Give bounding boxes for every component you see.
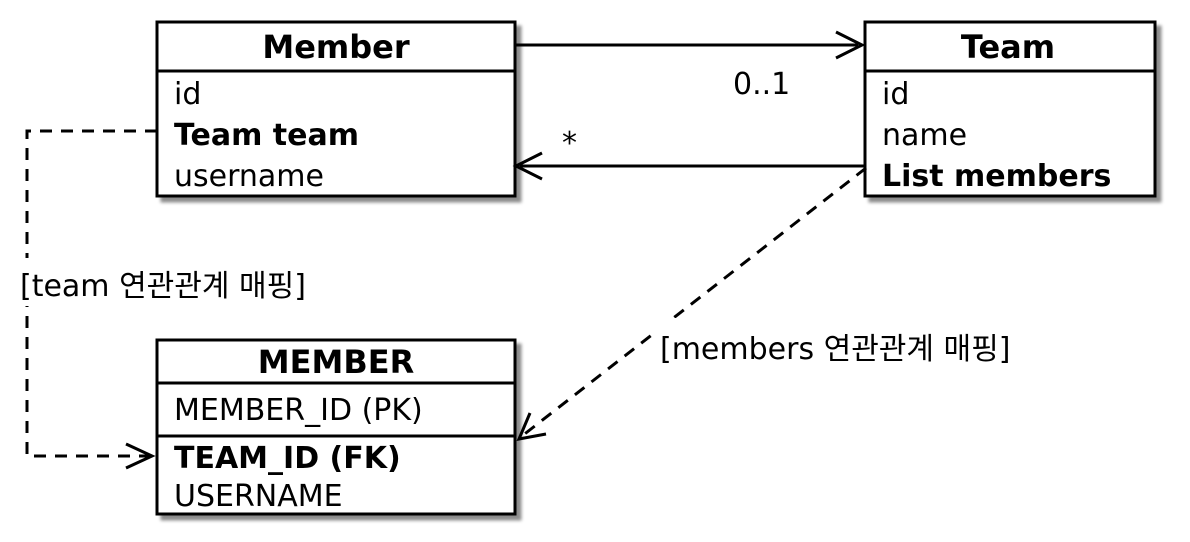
member-field-username: username: [174, 159, 324, 194]
member-field-id: id: [174, 77, 201, 112]
team-mapping-label: [team 연관관계 매핑]: [20, 269, 306, 304]
team-field-name: name: [882, 118, 967, 153]
member-table-box: MEMBER MEMBER_ID (PK) TEAM_ID (FK) USERN…: [155, 338, 517, 516]
association-team-to-member: [512, 151, 865, 181]
member-table-field-fk: TEAM_ID (FK): [174, 441, 401, 476]
team-field-members: List members: [882, 159, 1111, 194]
association-member-to-team: [515, 30, 866, 60]
team-class-title: Team: [961, 28, 1055, 66]
member-class-box: Member id Team team username: [155, 20, 517, 198]
team-mapping-dashed-arrow: [25, 129, 157, 470]
member-table-title: MEMBER: [258, 343, 414, 381]
team-mapping-label-bg: [14, 258, 434, 306]
team-class-box: Team id name List members: [863, 20, 1157, 198]
multiplicity-zero-to-one: 0..1: [733, 67, 790, 102]
members-mapping-label: [members 연관관계 매핑]: [660, 332, 1010, 367]
members-mapping-dashed-arrow: [516, 166, 867, 441]
team-field-id: id: [882, 77, 909, 112]
member-field-team: Team team: [174, 118, 359, 153]
members-mapping-label-bg: [655, 318, 1155, 370]
multiplicity-many: *: [562, 126, 577, 161]
member-table-field-username: USERNAME: [174, 479, 343, 514]
member-table-field-pk: MEMBER_ID (PK): [174, 393, 423, 428]
member-class-title: Member: [262, 28, 410, 66]
